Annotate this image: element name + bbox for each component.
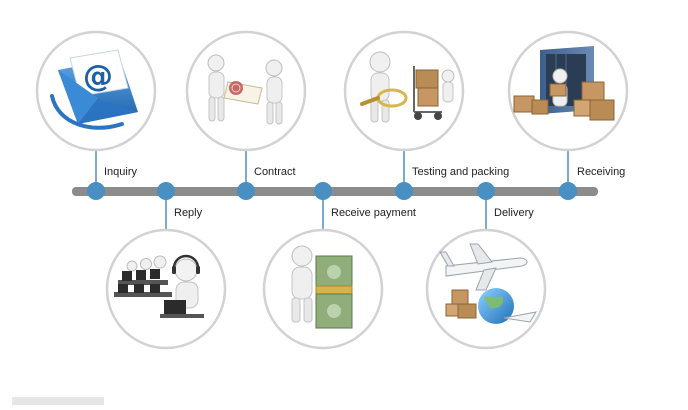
handshake-contract-icon (185, 30, 307, 152)
label-testing-and-packing: Testing and packing (412, 166, 510, 178)
node-reply (157, 182, 175, 200)
node-contract (237, 182, 255, 200)
node-delivery (477, 182, 495, 200)
label-reply: Reply (174, 207, 203, 219)
node-receive-payment (314, 182, 332, 200)
envelope-at-icon: @ (35, 30, 157, 152)
label-receiving: Receiving (577, 166, 626, 178)
airplane-globe-icon (425, 228, 547, 350)
node-receiving (559, 182, 577, 200)
money-stack-icon (262, 228, 384, 350)
svg-text:@: @ (83, 59, 113, 94)
timeline-bar (72, 187, 598, 196)
node-inquiry (87, 182, 105, 200)
label-inquiry: Inquiry (104, 166, 138, 178)
container-boxes-icon (507, 30, 629, 152)
call-center-icon (105, 228, 227, 350)
label-delivery: Delivery (494, 207, 534, 219)
magnifier-boxes-icon (343, 30, 465, 152)
node-testing (395, 182, 413, 200)
footer-bar (12, 397, 104, 405)
label-contract: Contract (254, 166, 296, 178)
label-receive-payment: Receive payment (331, 207, 416, 219)
